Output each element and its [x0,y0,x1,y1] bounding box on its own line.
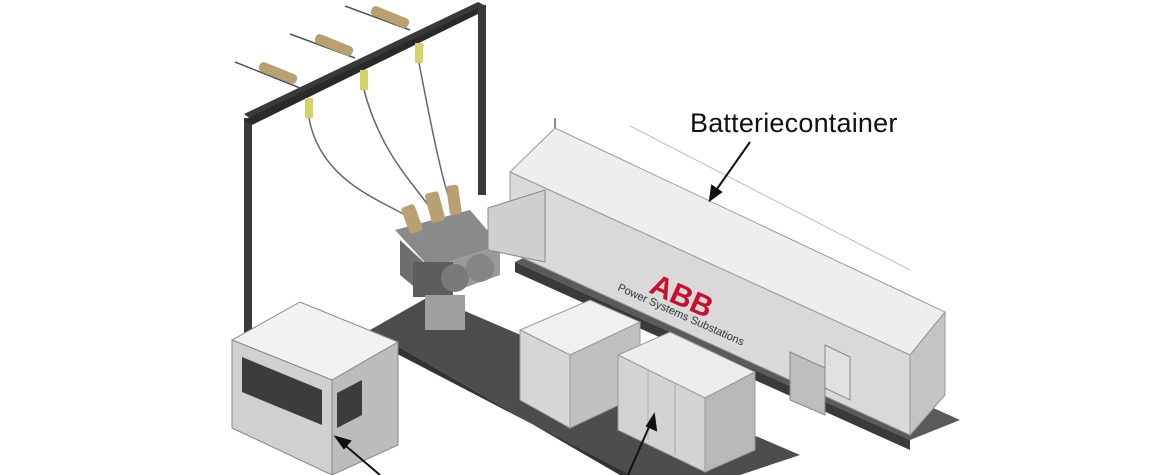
callout-arrows [333,141,751,475]
control-room-building [230,301,400,475]
insulator-strings [234,5,423,118]
battery-container [487,118,946,437]
gantry-frame [244,2,486,340]
conductors [308,62,449,216]
battery-container-label: Batteriecontainer [690,108,898,138]
switchgear-assembly [395,184,500,330]
control-cabinet [616,331,757,473]
